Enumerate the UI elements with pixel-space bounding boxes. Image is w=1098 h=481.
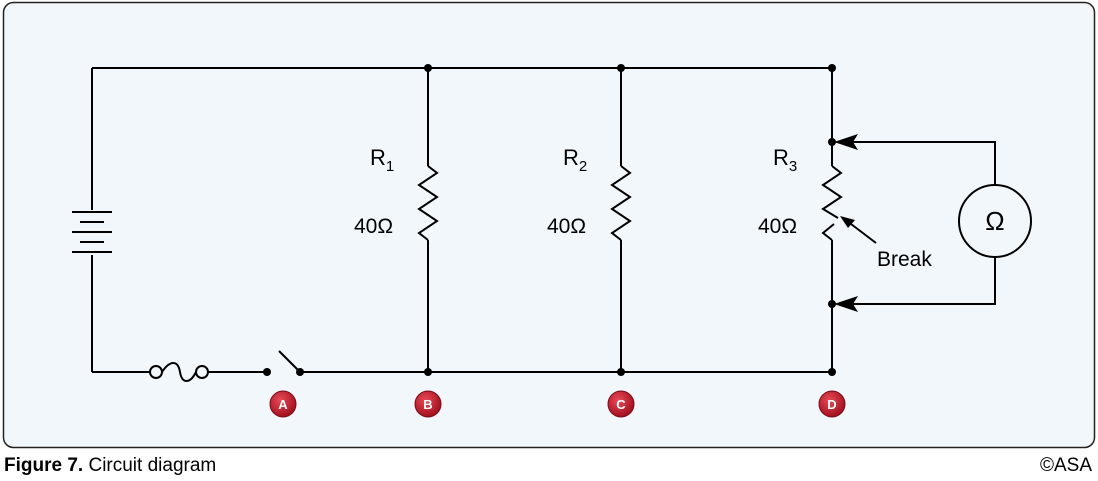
copyright-notice: ©ASA <box>1039 455 1092 476</box>
figure-title: Circuit diagram <box>88 455 217 476</box>
diagram-frame <box>2 1 1096 449</box>
r3-label: R3 <box>773 145 797 175</box>
r3-zigzag-lower <box>821 223 835 241</box>
break-label: Break <box>877 248 932 271</box>
ohmmeter-lead-bottom <box>852 257 996 305</box>
r1-zigzag <box>417 165 439 241</box>
junction-dot <box>424 64 432 72</box>
break-pointer-line <box>850 223 877 244</box>
r1-value: 40Ω <box>354 215 393 238</box>
figure-number: Figure 7. <box>4 455 84 476</box>
r1-label: R1 <box>370 145 394 175</box>
ohmmeter-lead-top <box>852 141 996 185</box>
svg-text:D: D <box>827 397 836 412</box>
battery-symbol <box>72 211 112 253</box>
test-point-a: A <box>269 390 297 418</box>
switch-contact <box>296 368 304 376</box>
figure-caption: Figure 7. Circuit diagram <box>4 455 216 477</box>
r3-value: 40Ω <box>758 215 797 238</box>
junction-dot <box>828 368 836 376</box>
r2-label: R2 <box>563 145 587 175</box>
svg-text:B: B <box>423 397 432 412</box>
ohmmeter-probe-top-arrow <box>834 134 858 150</box>
switch-lever <box>278 350 299 371</box>
junction-dot <box>617 64 625 72</box>
junction-dot <box>828 300 836 308</box>
circuit-diagram: R1 40Ω R2 40Ω R3 40Ω Ω Break A B C D <box>2 1 1096 449</box>
test-point-c: C <box>607 390 635 418</box>
break-pointer-arrow <box>840 216 855 228</box>
r3-zigzag-upper <box>821 165 843 219</box>
svg-text:A: A <box>278 397 288 412</box>
ohmmeter-symbol: Ω <box>985 206 1004 236</box>
ohmmeter-probe-bottom-arrow <box>834 296 858 312</box>
svg-text:C: C <box>616 397 626 412</box>
test-point-d: D <box>818 390 846 418</box>
test-point-b: B <box>414 390 442 418</box>
junction-dot <box>828 138 836 146</box>
r2-zigzag <box>610 165 632 241</box>
junction-dot <box>617 368 625 376</box>
r2-value: 40Ω <box>547 215 586 238</box>
junction-dot <box>828 64 836 72</box>
ohmmeter-circle <box>958 184 1032 258</box>
switch-contact <box>263 368 271 376</box>
junction-dot <box>424 368 432 376</box>
